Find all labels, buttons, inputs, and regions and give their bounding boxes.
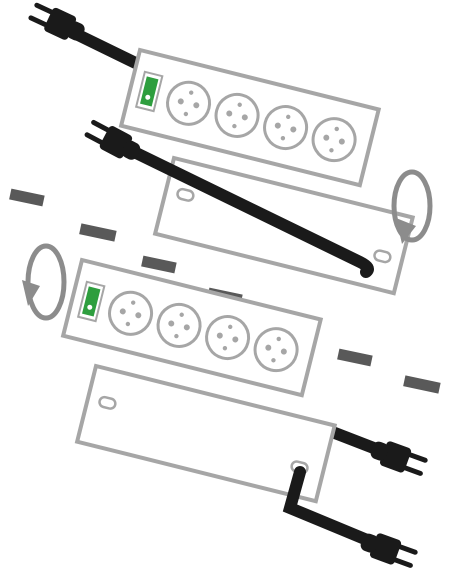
bottom-back-panel bbox=[74, 363, 338, 504]
power-switch-icon bbox=[76, 280, 106, 323]
second-cable bbox=[84, 117, 374, 278]
mounting-slot bbox=[176, 187, 195, 202]
power-switch-icon bbox=[134, 70, 164, 113]
rotate-arrow-icon bbox=[391, 169, 433, 244]
power-plug-icon bbox=[368, 436, 428, 479]
top-cable bbox=[28, 0, 156, 76]
bottom-power-strip bbox=[60, 257, 324, 398]
mounting-slot bbox=[98, 395, 117, 410]
bottom-bent-cable bbox=[282, 466, 418, 571]
rotate-arrow-icon bbox=[22, 243, 67, 321]
mounting-slot bbox=[373, 249, 392, 264]
power-plug-icon bbox=[28, 0, 88, 46]
bottom-strip-cable bbox=[316, 422, 428, 479]
power-plug-icon bbox=[358, 528, 418, 571]
top-power-strip bbox=[118, 47, 382, 188]
